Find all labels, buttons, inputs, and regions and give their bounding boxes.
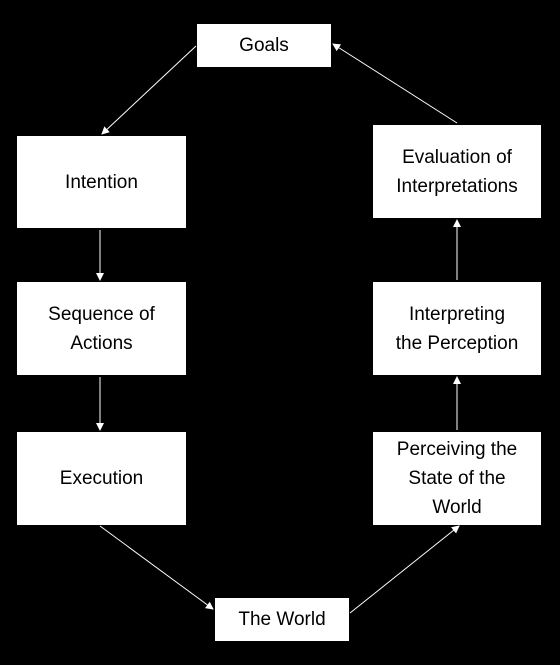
- arrow-execution-to-world: [99, 525, 214, 610]
- node-sequence-of-actions: Sequence of Actions: [17, 282, 186, 375]
- node-interpreting-perception: Interpreting the Perception: [373, 282, 541, 375]
- arrow-goals-to-intention: [101, 45, 197, 135]
- node-evaluation-label: Evaluation of Interpretations: [396, 146, 518, 197]
- arrow-evaluation-to-goals: [332, 43, 458, 124]
- node-perceiving-label: Perceiving the State of the World: [396, 439, 518, 518]
- node-world-label: The World: [238, 609, 326, 630]
- node-the-world: The World: [215, 598, 349, 641]
- node-intention: Intention: [17, 136, 186, 228]
- node-goals: Goals: [197, 24, 331, 67]
- node-interpreting-label: Interpreting the Perception: [395, 303, 519, 354]
- node-evaluation-of-interpretations: Evaluation of Interpretations: [373, 125, 541, 218]
- node-perceiving-state: Perceiving the State of the World: [373, 432, 541, 525]
- node-intention-label: Intention: [65, 171, 138, 193]
- arrow-world-to-perceiving: [349, 525, 460, 614]
- node-goals-label: Goals: [239, 35, 289, 56]
- node-execution-label: Execution: [59, 468, 144, 489]
- node-sequence-label: Sequence of Actions: [48, 303, 155, 354]
- node-execution: Execution: [17, 432, 186, 525]
